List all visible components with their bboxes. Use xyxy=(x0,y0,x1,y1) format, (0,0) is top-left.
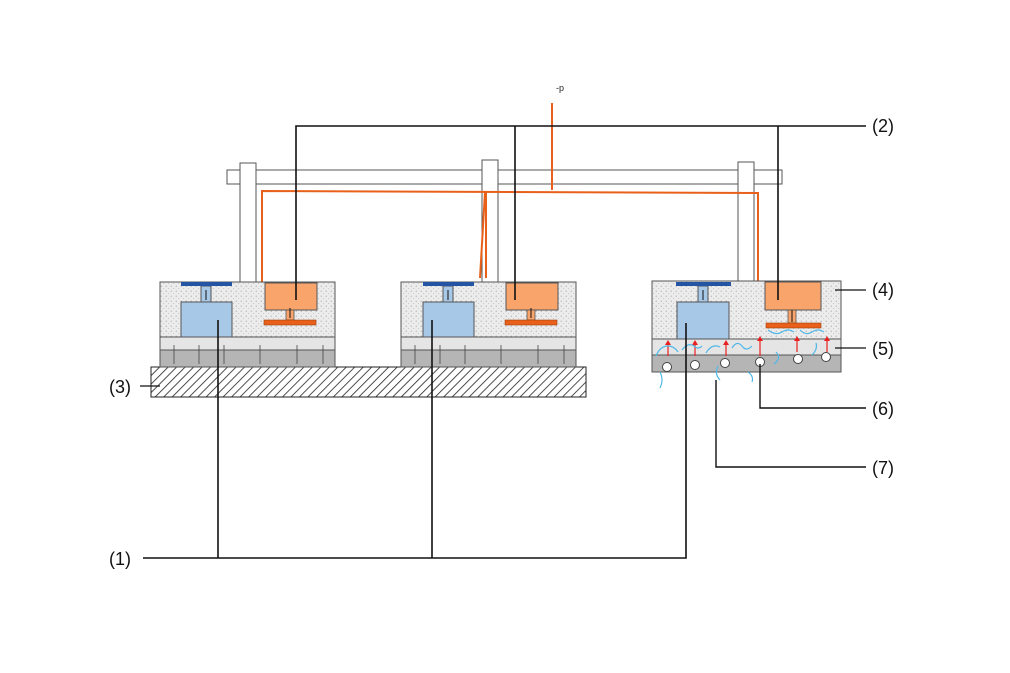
label-5: (5) xyxy=(872,339,894,359)
label-4: (4) xyxy=(872,280,894,300)
label-6: (6) xyxy=(872,399,894,419)
label-2: (2) xyxy=(872,116,894,136)
module-3 xyxy=(651,280,842,389)
label-7: (7) xyxy=(872,458,894,478)
label-3: (3) xyxy=(109,377,131,397)
module-2 xyxy=(400,281,577,368)
leader-lines xyxy=(140,125,866,559)
labels: (1) (2) (3) (4) (5) (6) (7) xyxy=(109,116,894,569)
pressure-label: -p xyxy=(556,83,564,93)
base-support-hatched xyxy=(150,366,587,398)
module-1 xyxy=(159,281,336,368)
label-1: (1) xyxy=(109,549,131,569)
vacuum-line xyxy=(261,103,759,283)
support-frame xyxy=(226,159,783,284)
